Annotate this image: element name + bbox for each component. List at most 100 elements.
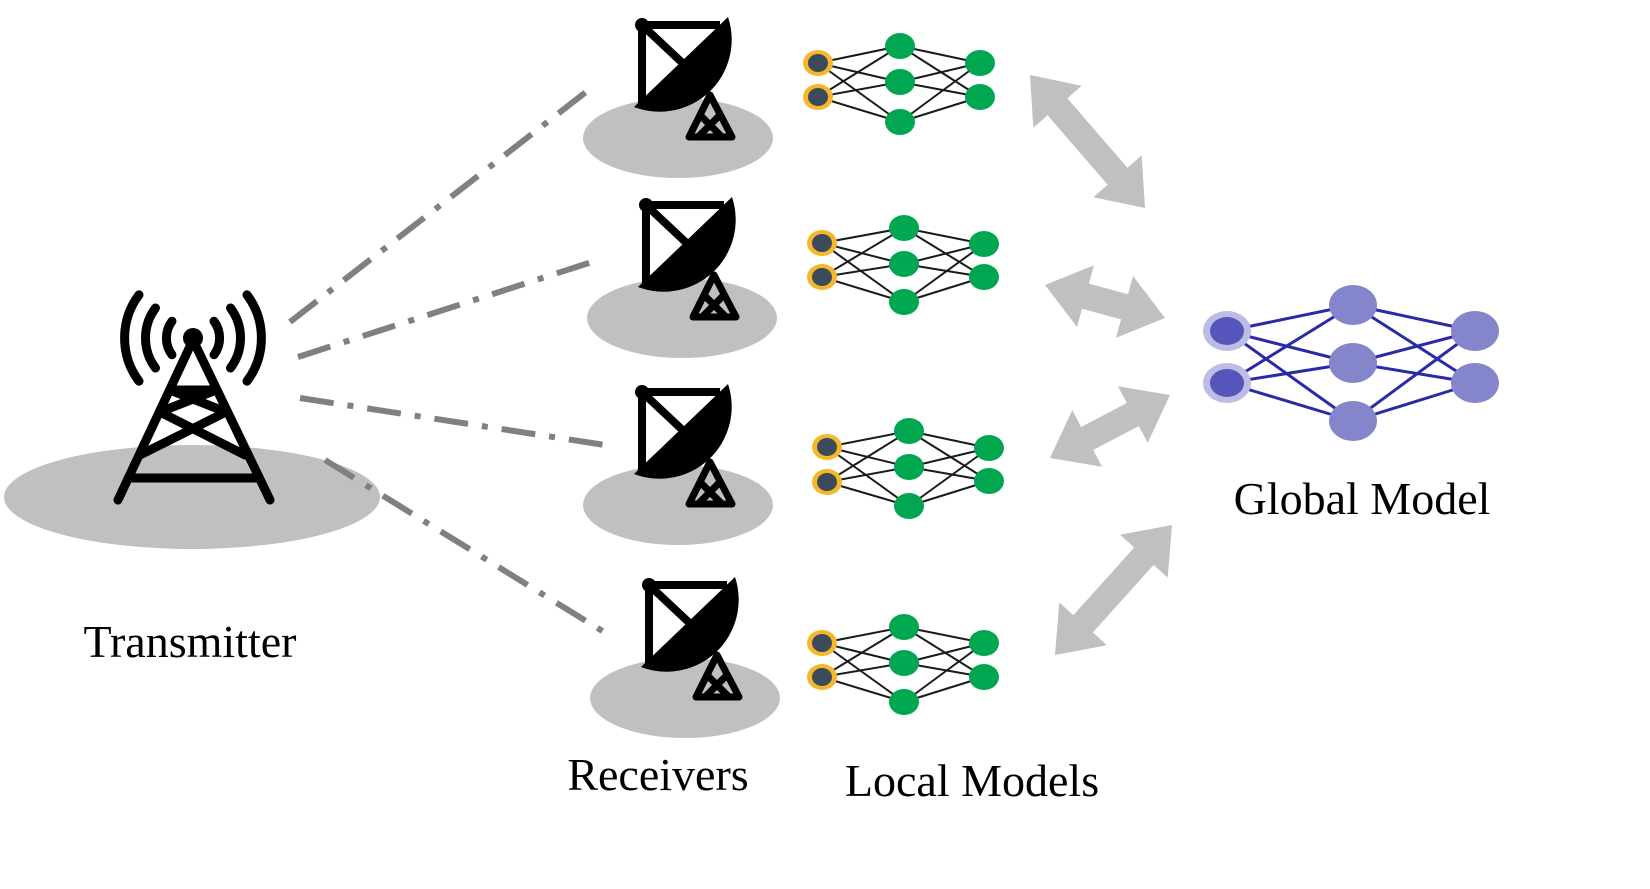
output-node	[974, 468, 1004, 494]
output-node	[1451, 311, 1499, 351]
network-edge	[821, 227, 905, 278]
local-model-1	[803, 33, 995, 135]
wireless-link-4	[323, 457, 614, 640]
wireless-link-2	[297, 257, 599, 360]
signal-wave-inner-right	[209, 316, 225, 360]
transmitter	[4, 290, 380, 549]
network-edge	[903, 243, 985, 303]
network-edge	[899, 62, 981, 123]
network-edge	[908, 430, 990, 482]
network-edge	[1226, 303, 1354, 385]
satellite-dish-icon	[641, 577, 743, 701]
output-node	[1451, 363, 1499, 403]
local-model-4	[807, 614, 999, 715]
hidden-node	[889, 614, 919, 640]
signal-wave-outer-right	[242, 290, 266, 386]
hidden-node	[885, 69, 915, 95]
hidden-node	[894, 493, 924, 519]
receiver-1	[583, 17, 773, 178]
dish-knob	[635, 385, 649, 399]
hidden-node	[889, 689, 919, 715]
receiver-ground	[590, 658, 780, 738]
hidden-node	[894, 418, 924, 444]
receiver-ground	[583, 465, 773, 545]
input-node	[1210, 369, 1244, 397]
hidden-node	[1329, 401, 1377, 441]
output-node	[969, 664, 999, 690]
transmitter-ground	[4, 445, 380, 549]
tower-frame	[113, 335, 275, 505]
input-node	[808, 88, 828, 106]
input-node	[808, 54, 828, 72]
receivers-label: Receivers	[567, 749, 749, 800]
network-edge	[817, 62, 901, 123]
signal-wave-middle-left	[141, 303, 160, 373]
receiver-ground	[587, 278, 777, 358]
input-node	[812, 668, 832, 686]
network-edge	[908, 447, 990, 507]
dish-reflector	[634, 384, 732, 479]
satellite-dish-icon	[634, 384, 736, 508]
satellite-dish-icon	[634, 17, 736, 141]
input-node	[817, 473, 837, 491]
signal-wave-middle-right	[226, 303, 245, 373]
sync-double-arrow-4	[1055, 525, 1172, 655]
input-node	[812, 234, 832, 252]
hidden-node	[1329, 285, 1377, 325]
local-models-label: Local Models	[844, 755, 1100, 806]
network-edge	[821, 242, 905, 303]
output-node	[969, 630, 999, 656]
signal-wave-outer-left	[120, 290, 144, 386]
local-model-3	[812, 418, 1004, 519]
network-edge	[903, 227, 985, 278]
output-node	[969, 231, 999, 257]
network-edge	[826, 430, 910, 483]
input-node	[812, 634, 832, 652]
dish-reflector	[641, 577, 739, 672]
dish-mount	[689, 271, 740, 321]
network-edge	[903, 642, 985, 703]
sync-double-arrow-3	[1050, 386, 1170, 467]
hidden-node	[885, 109, 915, 135]
input-node	[817, 438, 837, 456]
network-edge	[1352, 329, 1476, 423]
dish-mount	[685, 458, 736, 508]
output-node	[965, 84, 995, 110]
wireless-link-1	[288, 82, 597, 325]
dish-reflector	[638, 197, 736, 292]
hidden-node	[889, 251, 919, 277]
sync-double-arrow-2	[1045, 265, 1165, 338]
receiver-ground	[583, 98, 773, 178]
hidden-node	[889, 650, 919, 676]
input-node	[812, 268, 832, 286]
hidden-node	[894, 454, 924, 480]
dish-knob	[635, 18, 649, 32]
receiver-4	[590, 577, 780, 738]
receiver-2	[587, 197, 777, 358]
receiver-3	[583, 384, 773, 545]
dish-reflector	[634, 17, 732, 112]
network-edge	[826, 446, 910, 507]
dish-mount	[685, 91, 736, 141]
network-edge	[821, 642, 905, 703]
sync-double-arrow-1	[1030, 75, 1145, 208]
network-edge	[1226, 329, 1354, 423]
dish-knob	[642, 578, 656, 592]
hidden-node	[889, 289, 919, 315]
output-node	[969, 264, 999, 290]
tower-antenna-tip	[183, 328, 203, 348]
hidden-node	[889, 215, 919, 241]
local-model-2	[807, 215, 999, 315]
global-model-label: Global Model	[1233, 473, 1491, 524]
cell-tower-icon	[113, 290, 275, 505]
network-edge	[1352, 303, 1476, 385]
output-node	[974, 435, 1004, 461]
satellite-dish-icon	[638, 197, 740, 321]
output-node	[965, 50, 995, 76]
dish-mount	[692, 651, 743, 701]
network-edge	[817, 45, 901, 98]
dish-knob	[639, 198, 653, 212]
input-node	[1210, 317, 1244, 345]
